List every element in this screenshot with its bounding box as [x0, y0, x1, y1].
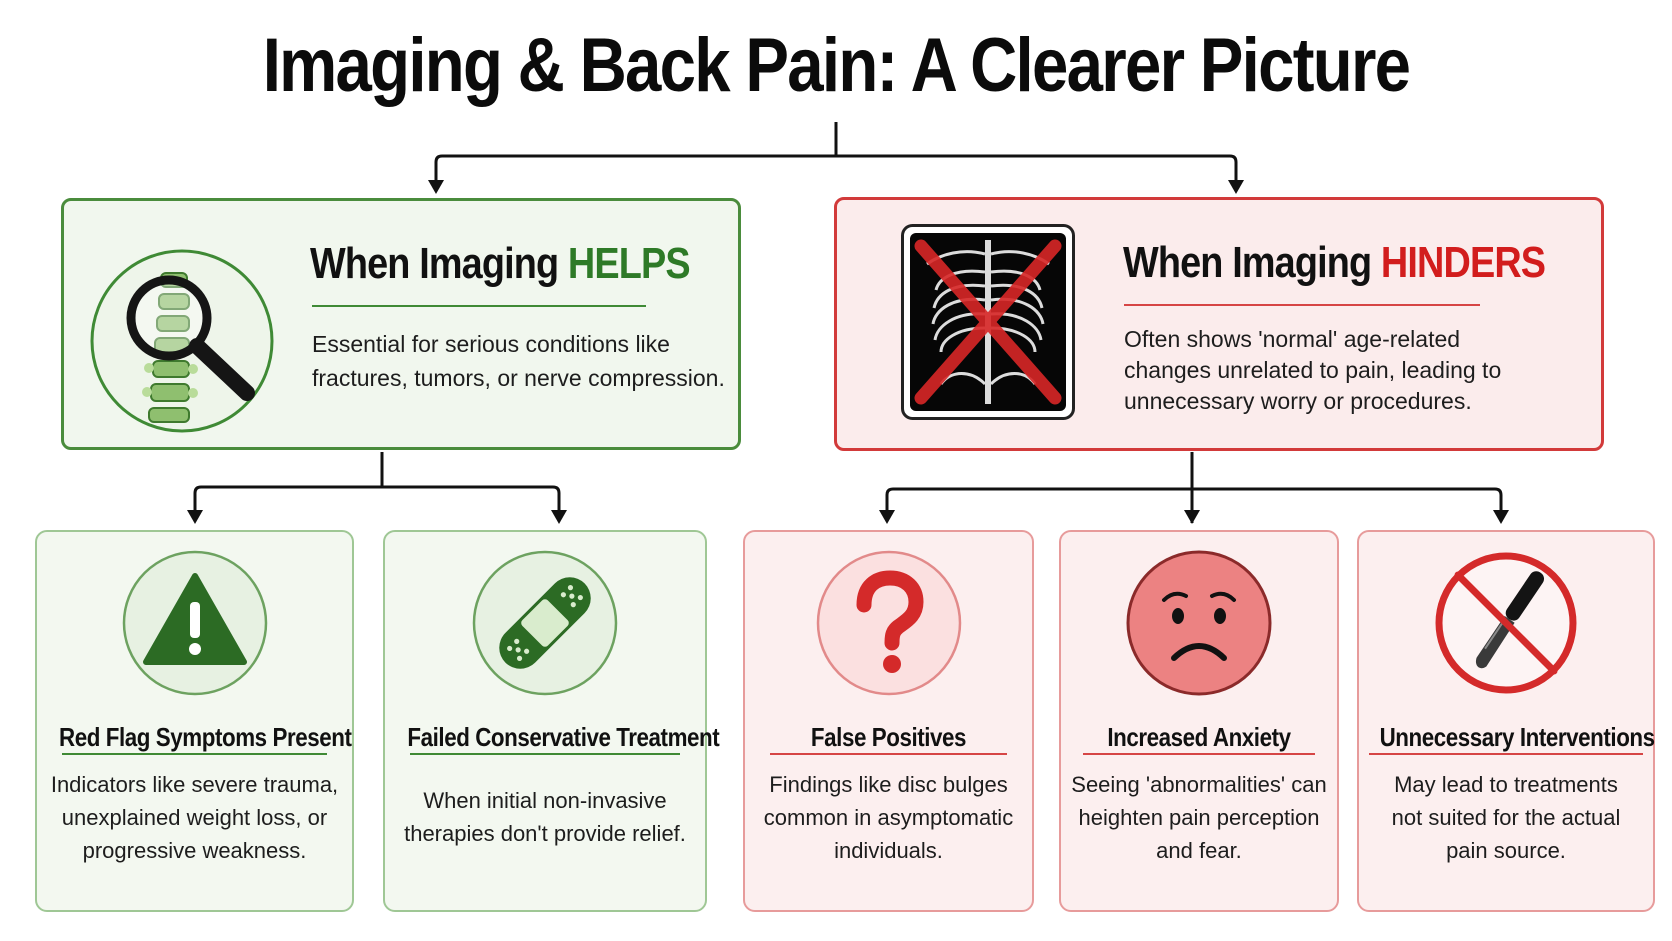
magnifier-spine-icon [90, 249, 274, 433]
card-description: Findings like disc bulges common in asym… [763, 772, 1014, 863]
card-increased-anxiety: Increased Anxiety Seeing 'abnormalities'… [1059, 530, 1339, 912]
card-false-positives: False Positives Findings like disc bulge… [743, 530, 1034, 912]
helps-title-accent: HELPS [567, 239, 691, 288]
hinders-title-prefix: When Imaging [1123, 238, 1381, 287]
hinders-description: Often shows 'normal' age-related changes… [1124, 326, 1502, 414]
page-title: Imaging & Back Pain: A Clearer Picture [262, 23, 1411, 108]
helps-title-prefix: When Imaging [310, 239, 568, 288]
hinders-panel: When Imaging HINDERS Often shows 'normal… [834, 197, 1604, 451]
card-title: Red Flag Symptoms Present [59, 722, 352, 752]
card-divider [1083, 753, 1315, 755]
helps-divider [312, 305, 646, 307]
helps-description: Essential for serious conditions like fr… [312, 331, 725, 391]
hinders-title-accent: HINDERS [1380, 238, 1546, 287]
card-title: Failed Conservative Treatment [407, 722, 720, 752]
card-description: Indicators like severe trauma, unexplain… [50, 772, 339, 863]
card-red-flag-symptoms: Red Flag Symptoms Present Indicators lik… [35, 530, 354, 912]
card-title: Increased Anxiety [1107, 722, 1291, 752]
card-divider [410, 753, 680, 755]
card-divider [1369, 753, 1643, 755]
card-divider [62, 753, 327, 755]
card-failed-conservative-treatment: Failed Conservative Treatment When initi… [383, 530, 720, 912]
card-description: Seeing 'abnormalities' can heighten pain… [1071, 772, 1327, 863]
card-title: False Positives [810, 722, 967, 752]
worried-face-icon [1126, 550, 1272, 696]
helps-title: When Imaging HELPS [310, 239, 691, 289]
card-title: Unnecessary Interventions [1379, 722, 1656, 752]
warning-triangle-icon [122, 550, 267, 696]
card-description: May lead to treatments not suited for th… [1391, 772, 1621, 863]
hinders-title: When Imaging HINDERS [1123, 238, 1546, 288]
bandage-icon [472, 550, 618, 696]
crossed-xray-icon [901, 224, 1075, 420]
no-scalpel-icon [1435, 552, 1577, 694]
question-mark-icon [816, 550, 961, 696]
card-unnecessary-interventions: Unnecessary Interventions May lead to tr… [1357, 530, 1655, 912]
helps-panel: When Imaging HELPS Essential for serious… [61, 198, 741, 450]
hinders-divider [1124, 304, 1480, 306]
card-divider [770, 753, 1007, 755]
card-description: When initial non-invasive therapies don'… [404, 788, 686, 846]
